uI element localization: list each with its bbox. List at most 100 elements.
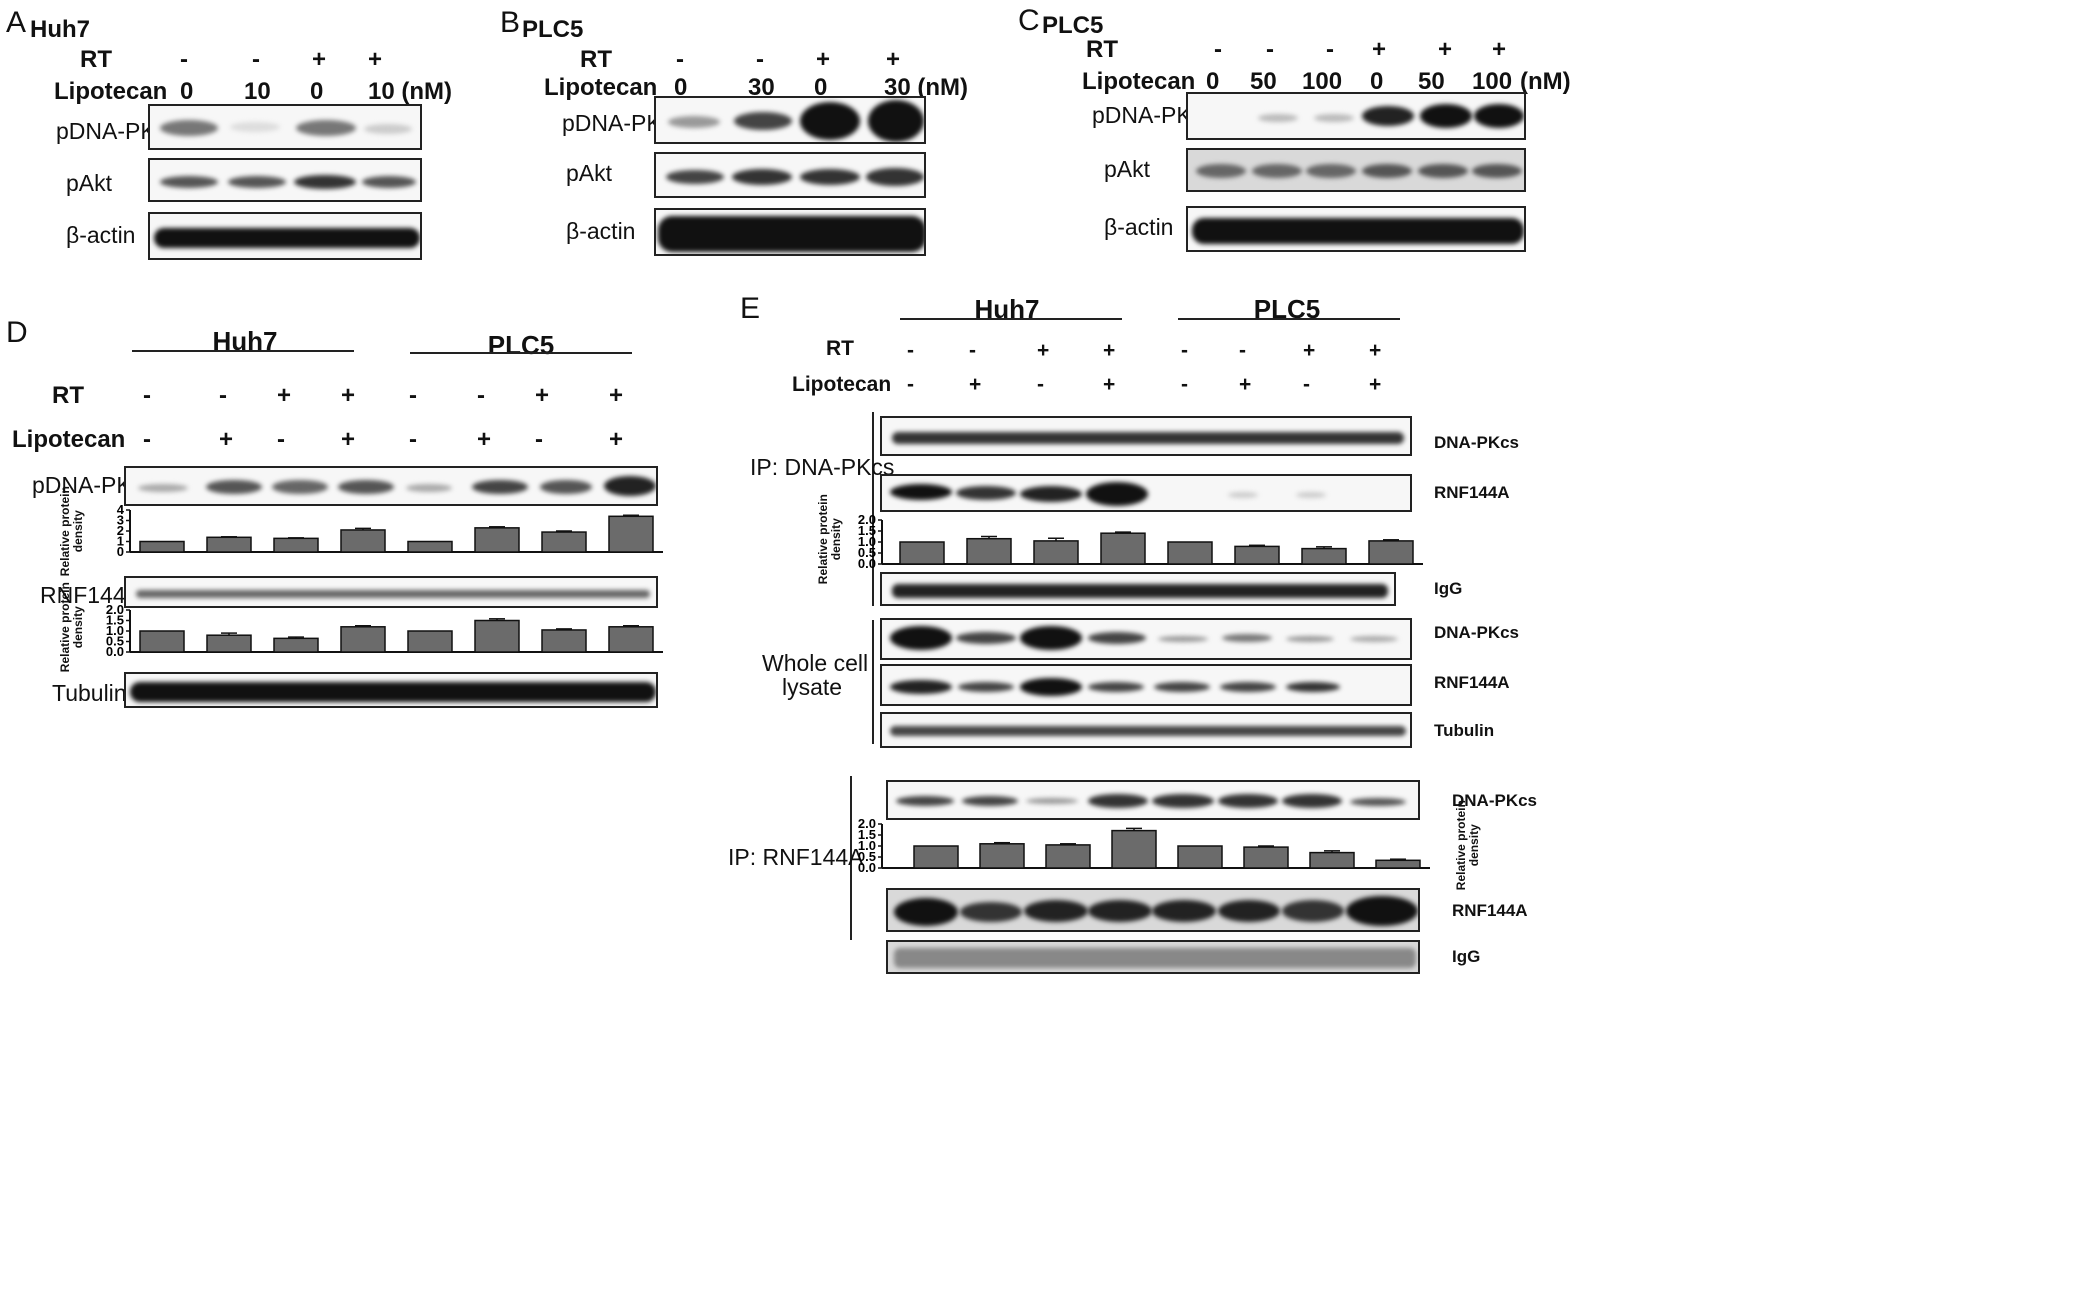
panel-e-wcl-blot-dnapkcs: [880, 618, 1412, 660]
panel-c-rt-5: +: [1438, 36, 1453, 63]
bar-8: [608, 515, 654, 553]
panel-e-wcl-label-rnf144a: RNF144A: [1434, 673, 1510, 692]
y-tick-label: 0.5: [106, 634, 124, 649]
panel-d-rt-5: -: [409, 382, 417, 409]
panel-d-lipo-6: +: [477, 426, 492, 453]
bar-7: [1301, 547, 1347, 565]
panel-b-rt-3: +: [816, 46, 831, 73]
panel-a-blot-label-2: pAkt: [66, 170, 113, 196]
bar-5: [407, 630, 453, 653]
panel-a-lipo-1: 0: [180, 78, 194, 105]
panel-c-blot-pakt: [1186, 148, 1526, 192]
bar-6: [1234, 545, 1280, 565]
panel-d-blot-pdnapkcs: [124, 466, 658, 506]
panel-e-ip1-bracket: [872, 412, 874, 606]
panel-e-wcl-label-tubulin: Tubulin: [1434, 721, 1495, 740]
panel-c-cell-line: PLC5: [1042, 12, 1104, 39]
panel-c-rt-2: -: [1266, 36, 1274, 63]
panel-e-ip2-label: IP: RNF144A: [728, 844, 864, 870]
y-tick-label: 0: [117, 544, 124, 559]
panel-e-lipo-2: +: [969, 373, 982, 396]
y-tick-label: 4: [117, 502, 125, 517]
bar-7: [541, 629, 587, 653]
panel-a-lipo-2: 10: [244, 78, 271, 105]
panel-b-blot-bactin: [654, 208, 926, 256]
y-tick-label: 0.0: [858, 556, 876, 571]
panel-e-lipotecan-label: Lipotecan: [792, 373, 892, 396]
y-tick-label: 1.0: [858, 534, 876, 549]
y-tick-label: 2.0: [858, 512, 876, 527]
panel-e-rt-3: +: [1037, 339, 1050, 362]
bar-3: [1045, 844, 1091, 869]
panel-b-blot-pdnapkcs: [654, 96, 926, 144]
y-tick-label: 1.0: [858, 838, 876, 853]
panel-c-lipo-1: 0: [1206, 68, 1220, 95]
panel-e-rt-8: +: [1369, 339, 1382, 362]
panel-c-lipo-5: 50: [1418, 68, 1445, 95]
panel-e-rt-7: +: [1303, 339, 1316, 362]
bar-5: [407, 540, 453, 553]
bar-4: [1100, 532, 1146, 565]
panel-d-group-line-huh7: [132, 350, 354, 352]
bar-1: [139, 630, 185, 653]
bar-4: [340, 626, 386, 653]
panel-letter-c: C: [1018, 4, 1040, 37]
panel-e-ip2-label-dnapkcs: DNA-PKcs: [1452, 791, 1538, 810]
panel-d-blot-label-3: Tubulin: [52, 680, 127, 706]
panel-e-ip1-blot-igg: [880, 572, 1396, 606]
panel-c-rt-1: -: [1214, 36, 1222, 63]
panel-d-rt-2: -: [219, 382, 227, 409]
panel-c-unit: (nM): [1520, 68, 1571, 95]
panel-d-bar-chart-rnf144a: 0.00.51.01.52.0: [106, 602, 663, 659]
y-tick-label: 2.0: [858, 816, 876, 831]
panel-a-blot-pdnapkcs: [148, 104, 422, 150]
panel-e-wcl-label-dnapkcs: DNA-PKcs: [1434, 623, 1520, 642]
panel-d-lipo-2: +: [219, 426, 234, 453]
panel-c-rt-4: +: [1372, 36, 1387, 63]
panel-b-rt-2: -: [756, 46, 764, 73]
bar-6: [474, 619, 520, 653]
panel-a-rt-1: -: [180, 46, 188, 73]
bar-2: [206, 634, 252, 653]
bar-4: [1111, 829, 1157, 869]
panel-b-lipo-3: 0: [814, 74, 828, 101]
bar-2: [979, 843, 1025, 869]
panel-e-rt-6: -: [1239, 339, 1246, 362]
panel-b-blot-label-2: pAkt: [566, 160, 613, 186]
panel-letter-b: B: [500, 6, 521, 39]
panel-c-lipo-4: 0: [1370, 68, 1384, 95]
bar-1: [899, 541, 945, 565]
panel-d-blot-tubulin: [124, 672, 658, 708]
y-tick-label: 1.5: [858, 523, 876, 538]
bar-3: [273, 637, 319, 653]
panel-a-blot-label-3: β-actin: [66, 222, 136, 248]
panel-e-lipo-7: -: [1303, 373, 1310, 396]
panel-e-lipo-4: +: [1103, 373, 1116, 396]
bar-2: [966, 537, 1012, 565]
panel-d-lipo-8: +: [609, 426, 624, 453]
panel-c-blot-pdnapkcs: [1186, 92, 1526, 140]
panel-e-wcl-label-line1: Whole cell: [762, 650, 869, 676]
y-tick-label: 0.0: [858, 860, 876, 875]
panel-c-blot-label-1: pDNA-PKcs: [1092, 102, 1215, 128]
panel-d-lipo-1: -: [143, 426, 151, 453]
bar-8: [1368, 540, 1414, 565]
panel-c-lipo-6: 100: [1472, 68, 1513, 95]
panel-d-group-plc5: PLC5: [487, 330, 555, 360]
panel-d-blot-rnf144a: [124, 576, 658, 608]
panel-a-rt-2: -: [252, 46, 260, 73]
panel-letter-d: D: [6, 316, 28, 349]
y-tick-label: 0.5: [858, 545, 876, 560]
panel-letter-e: E: [740, 292, 761, 325]
panel-b-rt-label: RT: [580, 46, 612, 73]
panel-d-rt-7: +: [535, 382, 550, 409]
panel-e-ip2-label-igg: IgG: [1452, 947, 1481, 966]
panel-e-group-huh7: Huh7: [974, 294, 1040, 324]
panel-e-rt-2: -: [969, 339, 976, 362]
panel-a-blot-pakt: [148, 158, 422, 202]
panel-e-wcl-blot-tubulin: [880, 712, 1412, 748]
panel-c-blot-label-3: β-actin: [1104, 214, 1174, 240]
bar-1: [913, 845, 959, 869]
panel-d-rt-1: -: [143, 382, 151, 409]
